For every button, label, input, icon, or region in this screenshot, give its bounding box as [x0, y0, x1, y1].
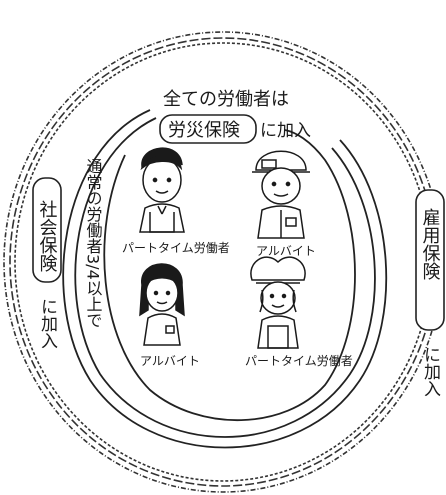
worker-helmet-illustration	[252, 150, 310, 239]
middle-condition: 通常の労働者3/4以上で	[84, 158, 103, 328]
worker-part-time-man-illustration	[139, 147, 185, 233]
worker-label-1: パートタイム労働者	[122, 241, 230, 255]
worker-label-3: アルバイト	[140, 354, 200, 368]
middle-ring	[62, 109, 388, 449]
inner-line1: 全ての労働者は	[163, 89, 289, 110]
worker-headscarf-illustration	[250, 256, 306, 349]
outer-box-label: 雇用保険	[420, 208, 441, 280]
worker-label-4: パートタイム労働者	[245, 354, 353, 368]
worker-woman-illustration	[139, 263, 185, 346]
worker-label-2: アルバイト	[256, 244, 316, 258]
outer-suffix: に加入	[420, 346, 441, 397]
inner-ring	[103, 129, 356, 422]
inner-box	[159, 114, 257, 144]
middle-box-label: 社会保険	[37, 200, 58, 272]
inner-suffix: に加入	[260, 121, 311, 141]
middle-suffix: に加入	[37, 298, 58, 349]
inner-box-label: 労災保険	[168, 120, 240, 141]
outer-box	[415, 189, 445, 331]
middle-box	[32, 177, 62, 283]
